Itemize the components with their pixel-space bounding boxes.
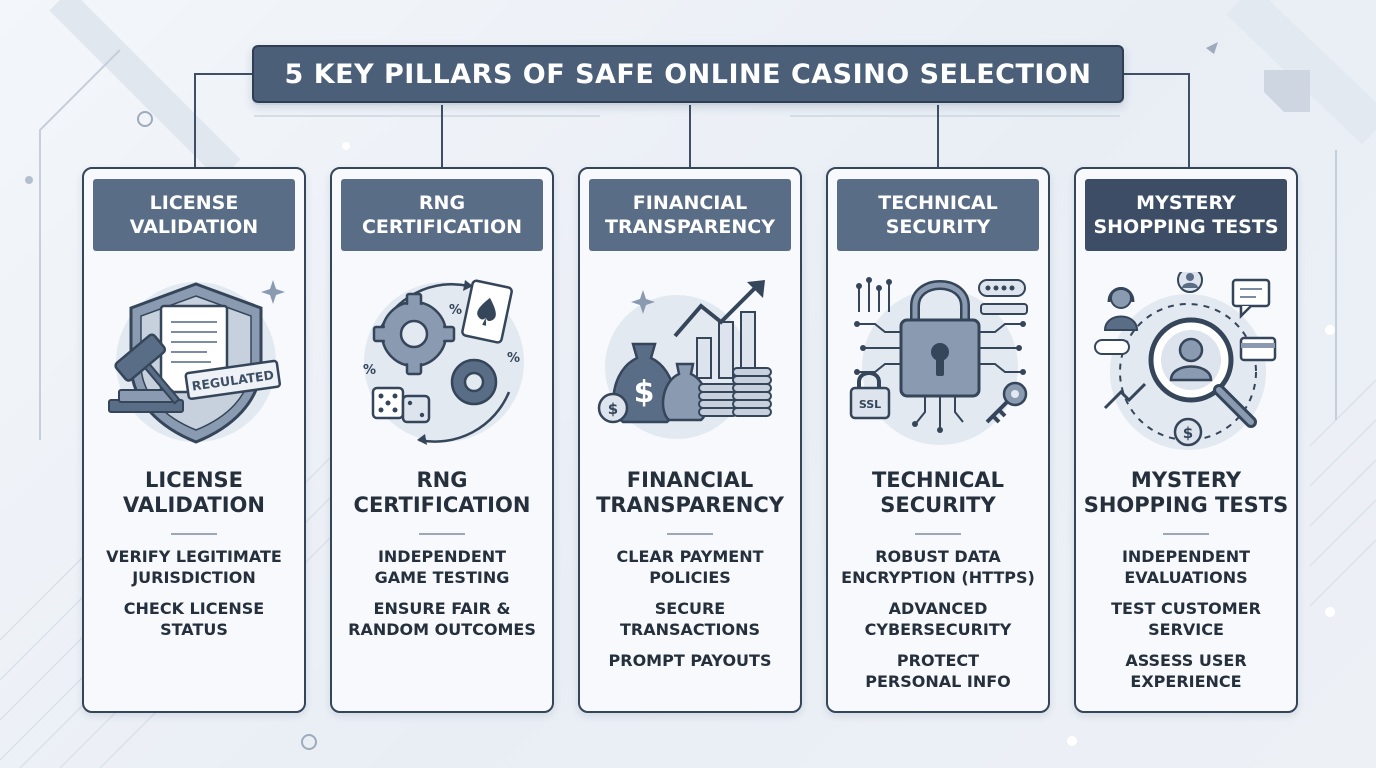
pillar-title: RNG CERTIFICATION xyxy=(353,468,531,517)
svg-text:$: $ xyxy=(608,400,618,418)
list-item: ROBUST DATA ENCRYPTION (HTTPS) xyxy=(841,547,1035,587)
svg-text:%: % xyxy=(363,363,376,378)
pillar-points: INDEPENDENT GAME TESTING ENSURE FAIR & R… xyxy=(332,547,552,651)
svg-text:%: % xyxy=(449,303,462,318)
pillar-header-label: RNG CERTIFICATION xyxy=(361,192,523,238)
pillar-header: RNG CERTIFICATION xyxy=(341,179,543,251)
pillar-mystery-shopping-tests: MYSTERY SHOPPING TESTS $ MYSTERY SHOPPIN… xyxy=(1074,167,1298,713)
svg-text:$: $ xyxy=(634,375,655,410)
svg-text:%: % xyxy=(507,351,520,366)
pillar-title: TECHNICAL SECURITY xyxy=(871,468,1005,517)
pillar-divider xyxy=(171,533,217,535)
padlock-circuit-icon: SSL xyxy=(849,277,1028,445)
title-banner: 5 KEY PILLARS OF SAFE ONLINE CASINO SELE… xyxy=(252,45,1124,103)
pillar-divider xyxy=(667,533,713,535)
pillar-header-label: LICENSE VALIDATION xyxy=(129,192,259,238)
list-item: ASSESS USER EXPERIENCE xyxy=(1125,651,1247,691)
pillar-points: ROBUST DATA ENCRYPTION (HTTPS) ADVANCED … xyxy=(828,547,1048,703)
pillar-points: CLEAR PAYMENT POLICIES SECURE TRANSACTIO… xyxy=(580,547,800,683)
money-bags-chart-icon: $ $ xyxy=(597,280,772,439)
pillar-divider xyxy=(419,533,465,535)
pillar-header: FINANCIAL TRANSPARENCY xyxy=(589,179,791,251)
pillar-header-label: TECHNICAL SECURITY xyxy=(878,192,998,238)
list-item: ADVANCED CYBERSECURITY xyxy=(864,599,1012,639)
magnifier-user-icon: $ xyxy=(1094,272,1277,450)
shield-gavel-regulated-icon: REGULATED xyxy=(108,280,285,444)
list-item: TEST CUSTOMER SERVICE xyxy=(1111,599,1261,639)
svg-text:$: $ xyxy=(1183,424,1193,442)
list-item: CHECK LICENSE STATUS xyxy=(123,599,265,639)
pillar-title: MYSTERY SHOPPING TESTS xyxy=(1083,468,1289,517)
pillar-technical-security: TECHNICAL SECURITY xyxy=(826,167,1050,713)
pillar-divider xyxy=(1163,533,1209,535)
list-item: CLEAR PAYMENT POLICIES xyxy=(616,547,764,587)
pillar-rng-certification: RNG CERTIFICATION % % % RN xyxy=(330,167,554,713)
pillar-header: MYSTERY SHOPPING TESTS xyxy=(1085,179,1287,251)
list-item: INDEPENDENT GAME TESTING xyxy=(374,547,510,587)
pillar-title: LICENSE VALIDATION xyxy=(123,468,265,517)
pillar-header: LICENSE VALIDATION xyxy=(93,179,295,251)
pillar-financial-transparency: FINANCIAL TRANSPARENCY $ $ FINANCIAL TRA… xyxy=(578,167,802,713)
pillar-header-label: FINANCIAL TRANSPARENCY xyxy=(605,192,775,238)
list-item: ENSURE FAIR & RANDOM OUTCOMES xyxy=(348,599,536,639)
pillar-title: FINANCIAL TRANSPARENCY xyxy=(596,468,784,517)
page-title: 5 KEY PILLARS OF SAFE ONLINE CASINO SELE… xyxy=(284,58,1092,90)
list-item: VERIFY LEGITIMATE JURISDICTION xyxy=(106,547,282,587)
gears-cards-dice-icon: % % % xyxy=(363,279,524,445)
pillar-points: INDEPENDENT EVALUATIONS TEST CUSTOMER SE… xyxy=(1076,547,1296,703)
pillar-header-label: MYSTERY SHOPPING TESTS xyxy=(1093,192,1279,238)
list-item: SECURE TRANSACTIONS xyxy=(619,599,761,639)
pillar-license-validation: LICENSE VALIDATION REGULATED LICENSE VAL… xyxy=(82,167,306,713)
pillar-divider xyxy=(915,533,961,535)
list-item: INDEPENDENT EVALUATIONS xyxy=(1121,547,1251,587)
ssl-badge: SSL xyxy=(859,398,881,411)
pillar-header: TECHNICAL SECURITY xyxy=(837,179,1039,251)
list-item: PROTECT PERSONAL INFO xyxy=(865,651,1011,691)
list-item: PROMPT PAYOUTS xyxy=(608,651,772,670)
pillar-points: VERIFY LEGITIMATE JURISDICTION CHECK LIC… xyxy=(84,547,304,651)
